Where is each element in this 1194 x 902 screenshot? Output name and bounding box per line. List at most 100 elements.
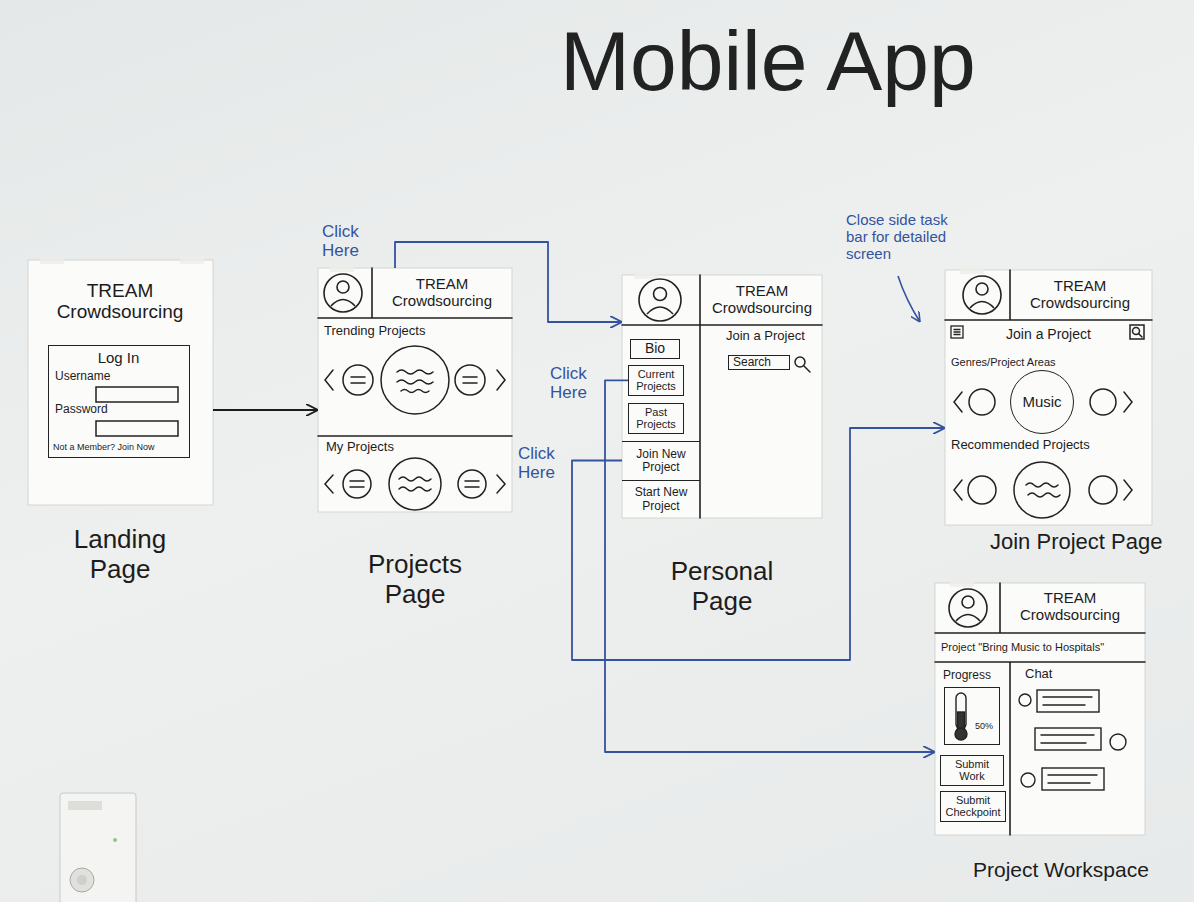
tape-strip bbox=[960, 266, 984, 274]
text-slot: TREAM Crowdsourcing bbox=[706, 283, 818, 317]
section-title: Chat bbox=[1025, 667, 1052, 682]
carousel bbox=[458, 470, 486, 498]
progress-value: 50% bbox=[975, 721, 993, 731]
text-slot: Landing Page bbox=[55, 525, 185, 585]
avatar-icon bbox=[963, 276, 1001, 314]
menu-icon bbox=[951, 326, 963, 338]
node-label: Music bbox=[1022, 394, 1061, 411]
avatar-icon bbox=[324, 274, 1001, 627]
progress-box: 50% bbox=[944, 687, 1000, 745]
node-label: Bio bbox=[639, 341, 671, 357]
avatar-icon bbox=[956, 615, 980, 622]
flow-arrow bbox=[213, 409, 318, 411]
text-slot: Password bbox=[55, 403, 108, 416]
click-hint: Click Here bbox=[518, 444, 568, 482]
page-sheet: TREAM CrowdsourcingJoin a ProjectPersona… bbox=[622, 275, 822, 518]
carousel bbox=[343, 470, 371, 498]
text-slot: Username bbox=[55, 370, 110, 383]
field-label: Username bbox=[55, 370, 110, 383]
wireframe-line bbox=[935, 583, 1145, 835]
text-slot: Current Projects bbox=[633, 368, 679, 393]
login-box: Log In UsernamePasswordNot a Member? Join… bbox=[48, 345, 190, 458]
thermometer-icon bbox=[955, 693, 967, 740]
text-slot: Log In bbox=[49, 350, 188, 367]
login-title: Log In bbox=[49, 350, 188, 367]
chat-bubble bbox=[1048, 775, 1097, 783]
page-sheet: TREAM CrowdsourcingTrending Projects My P… bbox=[318, 268, 512, 512]
wireframe-line bbox=[318, 268, 512, 436]
text-slot: Not a Member? Join Now bbox=[53, 442, 155, 452]
carousel bbox=[455, 365, 485, 395]
wall-thermostat bbox=[77, 875, 87, 885]
app-logo: TREAM Crowdsourcing bbox=[1015, 278, 1145, 312]
text-slot: Music bbox=[1022, 394, 1061, 411]
text-slot: Click Here bbox=[322, 222, 384, 260]
section-title: Genres/Project Areas bbox=[951, 356, 1056, 368]
search-box: Search bbox=[728, 355, 790, 370]
text-slot: Close side task bar for detailed screen bbox=[846, 212, 964, 262]
text-slot: Recommended Projects bbox=[951, 438, 1090, 453]
menu-button: Current Projects bbox=[628, 365, 684, 396]
avatar-icon bbox=[654, 288, 667, 301]
carousel bbox=[968, 476, 996, 504]
page-name: Personal Page bbox=[647, 557, 797, 617]
flow-arrow bbox=[605, 380, 935, 752]
text-slot: Project "Bring Music to Hospitals" bbox=[941, 641, 1104, 653]
text-slot: Mobile App bbox=[560, 14, 976, 108]
app-logo: TREAM Crowdsourcing bbox=[706, 283, 818, 317]
node-label: Search bbox=[733, 356, 785, 369]
tape-strip bbox=[40, 256, 64, 264]
text-slot: Personal Page bbox=[647, 557, 797, 617]
avatar-icon bbox=[337, 281, 349, 293]
paper-sheet bbox=[622, 275, 822, 518]
signup-link: Not a Member? Join Now bbox=[53, 442, 155, 452]
text-slot: 50% bbox=[975, 721, 993, 731]
project-title: Project "Bring Music to Hospitals" bbox=[941, 641, 1104, 653]
menu-icon bbox=[954, 330, 961, 335]
page-sheet: TREAM CrowdsourcingJoin a ProjectGenres/… bbox=[945, 270, 1152, 525]
carousel bbox=[1089, 476, 1117, 504]
text-slot: TREAM Crowdsourcing bbox=[1000, 590, 1140, 624]
chat-bubble bbox=[1021, 773, 1035, 787]
avatar-icon bbox=[976, 283, 988, 295]
page-sheet: TREAM CrowdsourcingLanding PageLog InUse… bbox=[28, 260, 213, 505]
tape-strip bbox=[634, 271, 658, 279]
chat-bubble bbox=[1037, 690, 1099, 712]
click-hint: Click Here bbox=[322, 222, 384, 260]
carousel bbox=[381, 346, 449, 414]
input-field bbox=[96, 387, 178, 436]
section-title: Recommended Projects bbox=[951, 438, 1090, 453]
section-title: Progress bbox=[943, 669, 991, 682]
carousel bbox=[350, 481, 479, 487]
search-icon bbox=[1130, 325, 1144, 339]
menu-button: Submit Checkpoint bbox=[940, 791, 1006, 822]
text-slot: Join Project Page bbox=[990, 530, 1162, 555]
thermometer-icon bbox=[958, 712, 965, 729]
section-title: My Projects bbox=[326, 440, 394, 455]
menu-button: Bio bbox=[630, 339, 680, 359]
node-label: Submit Checkpoint bbox=[945, 794, 1001, 819]
section-title: Trending Projects bbox=[324, 324, 425, 339]
page-name: Join Project Page bbox=[990, 530, 1162, 555]
carousel bbox=[325, 346, 1132, 518]
avatar-icon bbox=[639, 279, 681, 321]
app-logo: TREAM Crowdsourcing bbox=[376, 276, 508, 310]
carousel bbox=[969, 389, 995, 415]
node-label: Current Projects bbox=[633, 368, 679, 393]
carousel bbox=[1090, 389, 1116, 415]
leader-arrow bbox=[898, 276, 920, 322]
click-hint: Click Here bbox=[550, 364, 598, 402]
page-sheet: TREAM CrowdsourcingProject "Bring Music … bbox=[935, 583, 1145, 835]
text-slot: Projects Page bbox=[340, 550, 490, 610]
chat-bubble bbox=[1042, 768, 1104, 790]
thermometer-icon bbox=[956, 693, 966, 729]
paper-sheet bbox=[935, 583, 1145, 835]
text-slot: Genres/Project Areas bbox=[951, 356, 1056, 368]
chat-bubble bbox=[1043, 697, 1092, 705]
carousel bbox=[325, 370, 505, 390]
chat-bubble bbox=[1110, 734, 1126, 750]
page-name: Projects Page bbox=[340, 550, 490, 610]
text-slot: My Projects bbox=[326, 440, 394, 455]
